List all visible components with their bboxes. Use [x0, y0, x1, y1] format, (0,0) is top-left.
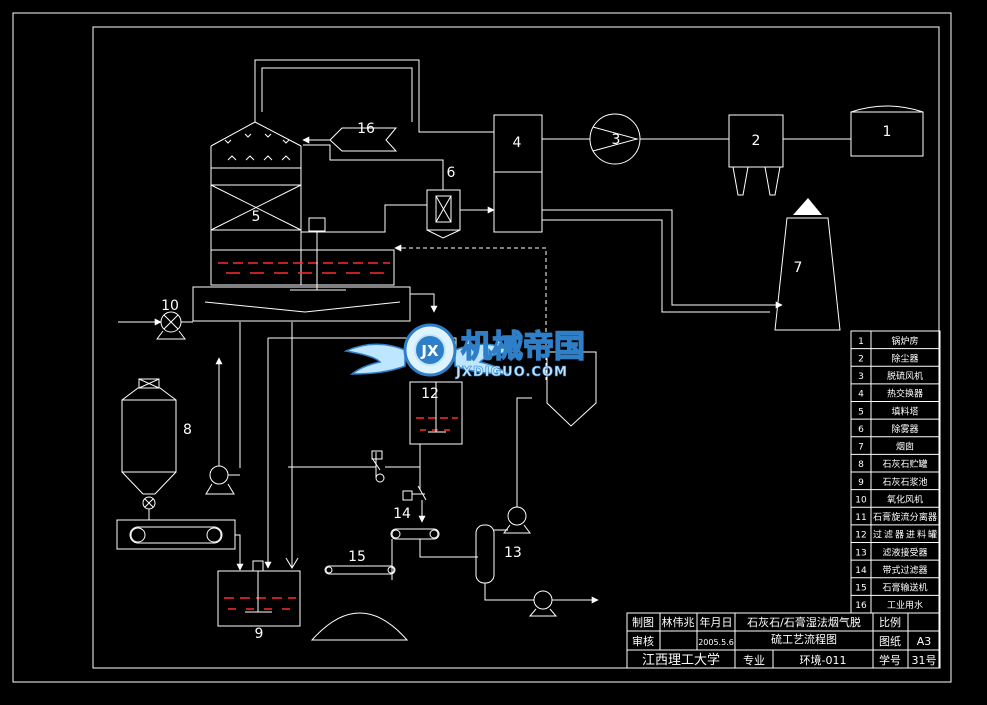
watermark-name: 机械帝国: [461, 329, 585, 365]
sheet-value: A3: [917, 635, 932, 648]
flue-gas-lines: [254, 59, 851, 313]
legend-number: 14: [855, 566, 867, 576]
legend-number: 4: [858, 390, 864, 400]
drawn-by: 林伟兆: [662, 615, 695, 629]
legend-name: 热交换器: [887, 388, 923, 400]
industrial-water: 16: [302, 121, 398, 152]
packed-tower: 5: [192, 121, 411, 322]
oxidation-blower: 10: [118, 298, 193, 340]
label-9: 9: [255, 626, 264, 642]
student-no-value: 31号: [912, 654, 937, 667]
legend-number: 3: [858, 372, 864, 382]
legend-name: 除尘器: [891, 352, 918, 364]
title-line-1: 石灰石/石膏湿法烟气脱: [747, 615, 861, 629]
legend-name: 石灰石浆池: [882, 476, 927, 488]
label-2: 2: [752, 133, 761, 149]
label-16: 16: [357, 121, 375, 137]
legend-name: 石灰石贮罐: [882, 458, 927, 470]
legend-name: 氧化风机: [887, 493, 923, 505]
heat-exchanger: 4: [493, 114, 543, 233]
date-label: 年月日: [700, 615, 733, 629]
slurry-valve-line: [288, 444, 427, 523]
legend-number: 6: [858, 425, 864, 435]
watermark-wing-left: [343, 343, 406, 375]
chimney: 7: [774, 198, 841, 331]
legend-name: 石膏旋流分离器: [873, 511, 937, 523]
demister: 6: [301, 144, 495, 239]
legend-number: 1: [858, 337, 864, 347]
legend-name: 工业用水: [887, 599, 923, 611]
title-block: 制图 林伟兆 年月日 石灰石/石膏湿法烟气脱 比例 审核 2005.5.6 硫工…: [626, 612, 941, 669]
recirculation-pump: [205, 322, 457, 569]
equipment-legend: 1 锅炉房 2 除尘器 3 脱硫风机 4 热交换器 5 填料塔 6 除雾器 7 烟囱 8 石灰石贮罐 9 石灰石浆…: [850, 330, 941, 614]
label-14: 14: [393, 506, 411, 522]
limestone-conveyor: [116, 519, 244, 571]
limestone-slurry-tank: 9: [217, 560, 301, 642]
student-no-label: 学号: [879, 653, 901, 667]
gypsum-conveyor: 15: [310, 549, 409, 641]
legend-number: 9: [858, 478, 864, 488]
legend-name: 填料塔: [891, 405, 918, 417]
legend-number: 15: [855, 584, 866, 594]
legend-number: 8: [858, 460, 864, 470]
legend-number: 10: [855, 495, 867, 505]
major-value: 环境-011: [800, 653, 847, 667]
watermark-url: JXDIGUO.COM: [455, 365, 568, 380]
label-13: 13: [504, 545, 522, 561]
drawn-label: 制图: [632, 616, 654, 629]
boiler-house: 1: [850, 105, 924, 157]
school-name: 江西理工大学: [642, 652, 720, 668]
legend-number: 12: [855, 531, 866, 541]
watermark-wing-right: [454, 343, 517, 375]
legend-number: 2: [858, 354, 864, 364]
belt-filter: 14: [390, 506, 478, 580]
outer-frame: [12, 12, 952, 683]
legend-name: 滤液接受器: [882, 546, 927, 558]
legend-name: 脱硫风机: [887, 370, 923, 382]
label-3: 3: [612, 132, 621, 148]
legend-number: 16: [855, 601, 867, 611]
label-6: 6: [447, 165, 456, 181]
limestone-silo: 8: [121, 378, 192, 520]
label-5: 5: [252, 209, 261, 225]
legend-number: 11: [855, 513, 866, 523]
label-12: 12: [421, 386, 439, 402]
dust-collector: 2: [728, 114, 784, 196]
label-7: 7: [794, 260, 803, 276]
sheet-label: 图纸: [879, 635, 901, 648]
legend-number: 13: [855, 548, 866, 558]
legend-number: 7: [858, 443, 864, 453]
legend-name: 带式过滤器: [882, 564, 927, 576]
major-label: 专业: [743, 653, 765, 667]
label-15: 15: [348, 549, 366, 565]
legend-name: 除雾器: [891, 423, 918, 435]
gypsum-cyclone: [394, 244, 597, 427]
label-8: 8: [183, 422, 192, 438]
scale-label: 比例: [879, 615, 901, 629]
filtrate-receiver: 13: [475, 397, 599, 617]
watermark-emblem: JX: [420, 342, 439, 360]
watermark-logo: JX 机械帝国 JXDIGUO.COM: [343, 323, 586, 380]
inner-frame: [92, 26, 940, 669]
legend-name: 烟囱: [896, 441, 914, 453]
label-10: 10: [161, 298, 179, 314]
booster-fan: 3: [589, 113, 641, 165]
title-line-2: 硫工艺流程图: [771, 632, 837, 646]
label-4: 4: [513, 135, 522, 151]
review-label: 审核: [632, 634, 654, 648]
legend-name: 过滤器进料罐: [873, 529, 937, 541]
legend-number: 5: [858, 407, 864, 417]
legend-name: 锅炉房: [891, 335, 918, 347]
label-1: 1: [883, 124, 892, 140]
date-value: 2005.5.6: [698, 638, 734, 647]
filter-feed-tank: 12: [409, 381, 463, 445]
legend-name: 石膏输送机: [882, 582, 927, 594]
